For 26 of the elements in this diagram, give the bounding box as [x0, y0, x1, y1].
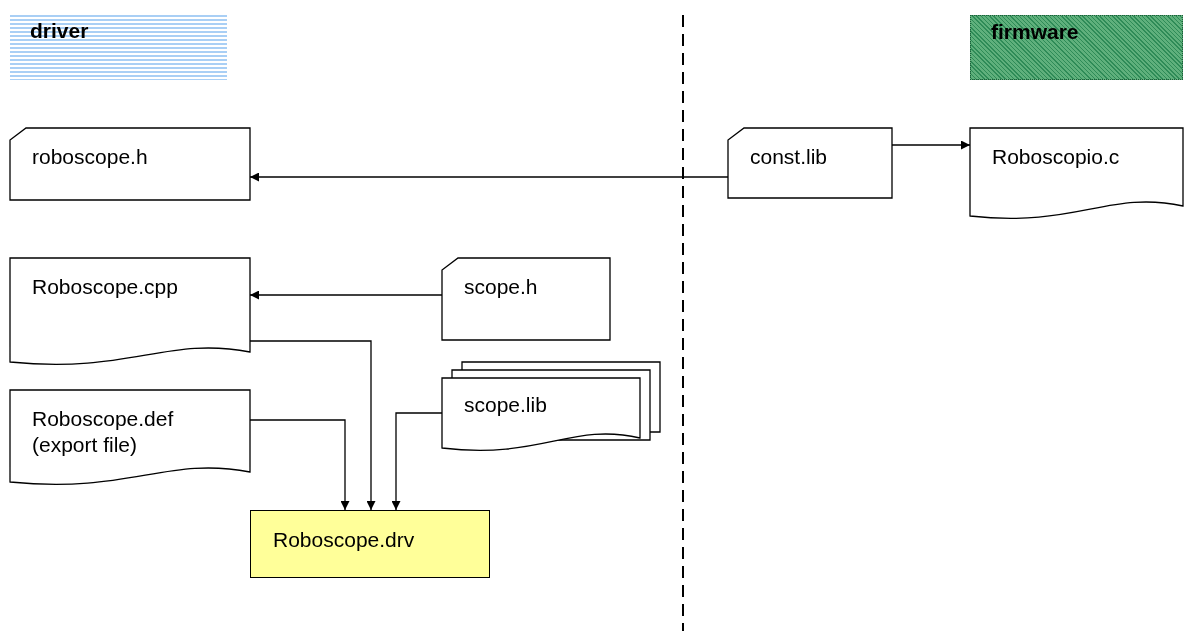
file-name: scope.h: [464, 274, 539, 300]
document-shape: [970, 128, 1183, 216]
multi-document-shape: [442, 362, 660, 448]
document-shape: [10, 390, 250, 482]
file-name: Roboscopio.c: [992, 144, 1121, 170]
arrow: [249, 340, 376, 511]
file-name: Roboscope.cpp: [32, 274, 179, 300]
heading-text: firmware: [991, 20, 1079, 44]
arrow: [249, 290, 443, 300]
file-card: [442, 258, 610, 340]
heading-box: [970, 15, 1183, 80]
heading-text: driver: [30, 19, 89, 43]
file-name: scope.lib: [464, 392, 548, 418]
file-card: [10, 128, 250, 200]
file-card: [728, 128, 892, 198]
document-shape: [10, 258, 250, 362]
file-name: Roboscope.def (export file): [32, 406, 175, 458]
heading-box: [10, 15, 227, 80]
file-name: Roboscope.drv: [273, 527, 416, 553]
arrow: [391, 412, 443, 511]
file-name: const.lib: [750, 144, 829, 170]
arrow: [249, 172, 729, 182]
file-name: roboscope.h: [32, 144, 149, 170]
arrow: [891, 140, 971, 150]
arrow: [249, 419, 350, 511]
process-box: [250, 510, 490, 578]
